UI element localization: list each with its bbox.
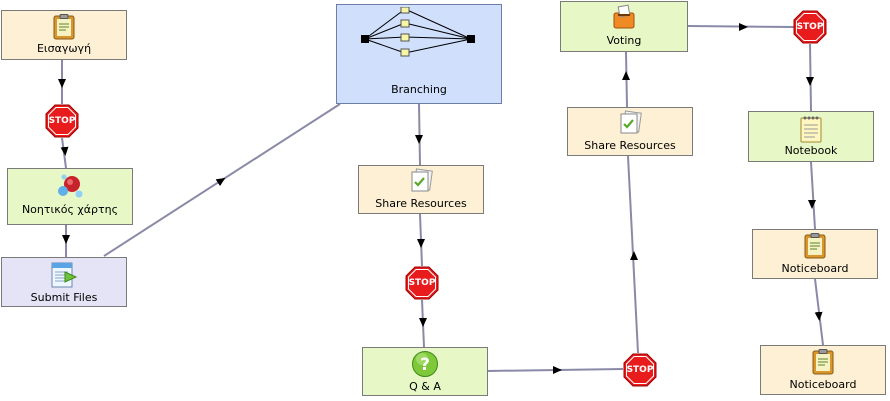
link-branching-share1 <box>418 103 421 166</box>
activity-qa[interactable]: ? Q & A <box>362 347 488 396</box>
stop-sign-icon <box>405 266 439 300</box>
clipboard-icon <box>812 349 834 375</box>
activity-label: Noticeboard <box>789 378 857 391</box>
clipboard-icon <box>804 233 826 259</box>
activity-label: Submit Files <box>30 291 98 304</box>
activity-eisagogi[interactable]: Εισαγωγή <box>1 10 127 60</box>
activity-branching[interactable]: Branching <box>336 4 502 104</box>
activity-noticeboard-1[interactable]: Noticeboard <box>752 229 878 279</box>
share-resources-icon <box>620 110 642 134</box>
activity-label: Q & A <box>409 380 441 393</box>
activity-noetikos-chartis[interactable]: Νοητικός χάρτης <box>7 168 133 225</box>
link-notebook-notice1 <box>810 161 816 230</box>
link-voting-stop <box>687 25 795 28</box>
link-share2-voting <box>625 51 628 108</box>
link-notice1-notice2 <box>814 278 824 346</box>
activity-share-resources-2[interactable]: Share Resources <box>567 107 693 156</box>
activity-label: Noticeboard <box>781 262 849 275</box>
activity-voting[interactable]: Voting <box>560 1 688 52</box>
svg-text:?: ? <box>420 355 430 375</box>
link-stop-share2 <box>627 155 639 354</box>
stop-label: STOP <box>48 116 76 126</box>
activity-label: Notebook <box>784 144 838 157</box>
stop-sign-icon <box>45 104 79 138</box>
stop-gate[interactable]: STOP <box>623 353 657 387</box>
link-qa-stop <box>486 368 624 372</box>
branching-icon <box>361 7 475 57</box>
link-stop-notebook <box>809 43 812 112</box>
link-share1-stop <box>419 213 423 267</box>
stop-gate[interactable]: STOP <box>793 10 827 44</box>
share-resources-icon <box>411 168 433 192</box>
activity-label: Share Resources <box>584 139 676 152</box>
activity-label: Branching <box>391 83 447 96</box>
submit-files-icon <box>51 262 78 288</box>
stop-label: STOP <box>796 22 824 32</box>
activity-notebook[interactable]: Notebook <box>748 111 874 162</box>
stop-label: STOP <box>408 278 436 288</box>
activity-share-resources-1[interactable]: Share Resources <box>358 165 484 214</box>
activity-noticeboard-2[interactable]: Noticeboard <box>760 345 886 395</box>
voting-icon <box>613 4 635 29</box>
stop-gate[interactable]: STOP <box>45 104 79 138</box>
activity-label: Νοητικός χάρτης <box>21 203 119 216</box>
stop-label: STOP <box>626 365 654 375</box>
activity-label: Εισαγωγή <box>36 42 92 55</box>
question-icon: ? <box>412 351 438 377</box>
activity-label: Voting <box>606 34 642 47</box>
mindmap-icon <box>58 174 83 198</box>
stop-sign-icon <box>623 353 657 387</box>
notebook-icon <box>800 116 822 143</box>
link-stop-noetikos <box>61 137 67 169</box>
stop-gate[interactable]: STOP <box>405 266 439 300</box>
clipboard-icon <box>53 14 75 40</box>
stop-sign-icon <box>793 10 827 44</box>
activity-label: Share Resources <box>375 197 467 210</box>
link-stop-qa <box>421 299 425 348</box>
activity-submit-files[interactable]: Submit Files <box>1 257 127 307</box>
